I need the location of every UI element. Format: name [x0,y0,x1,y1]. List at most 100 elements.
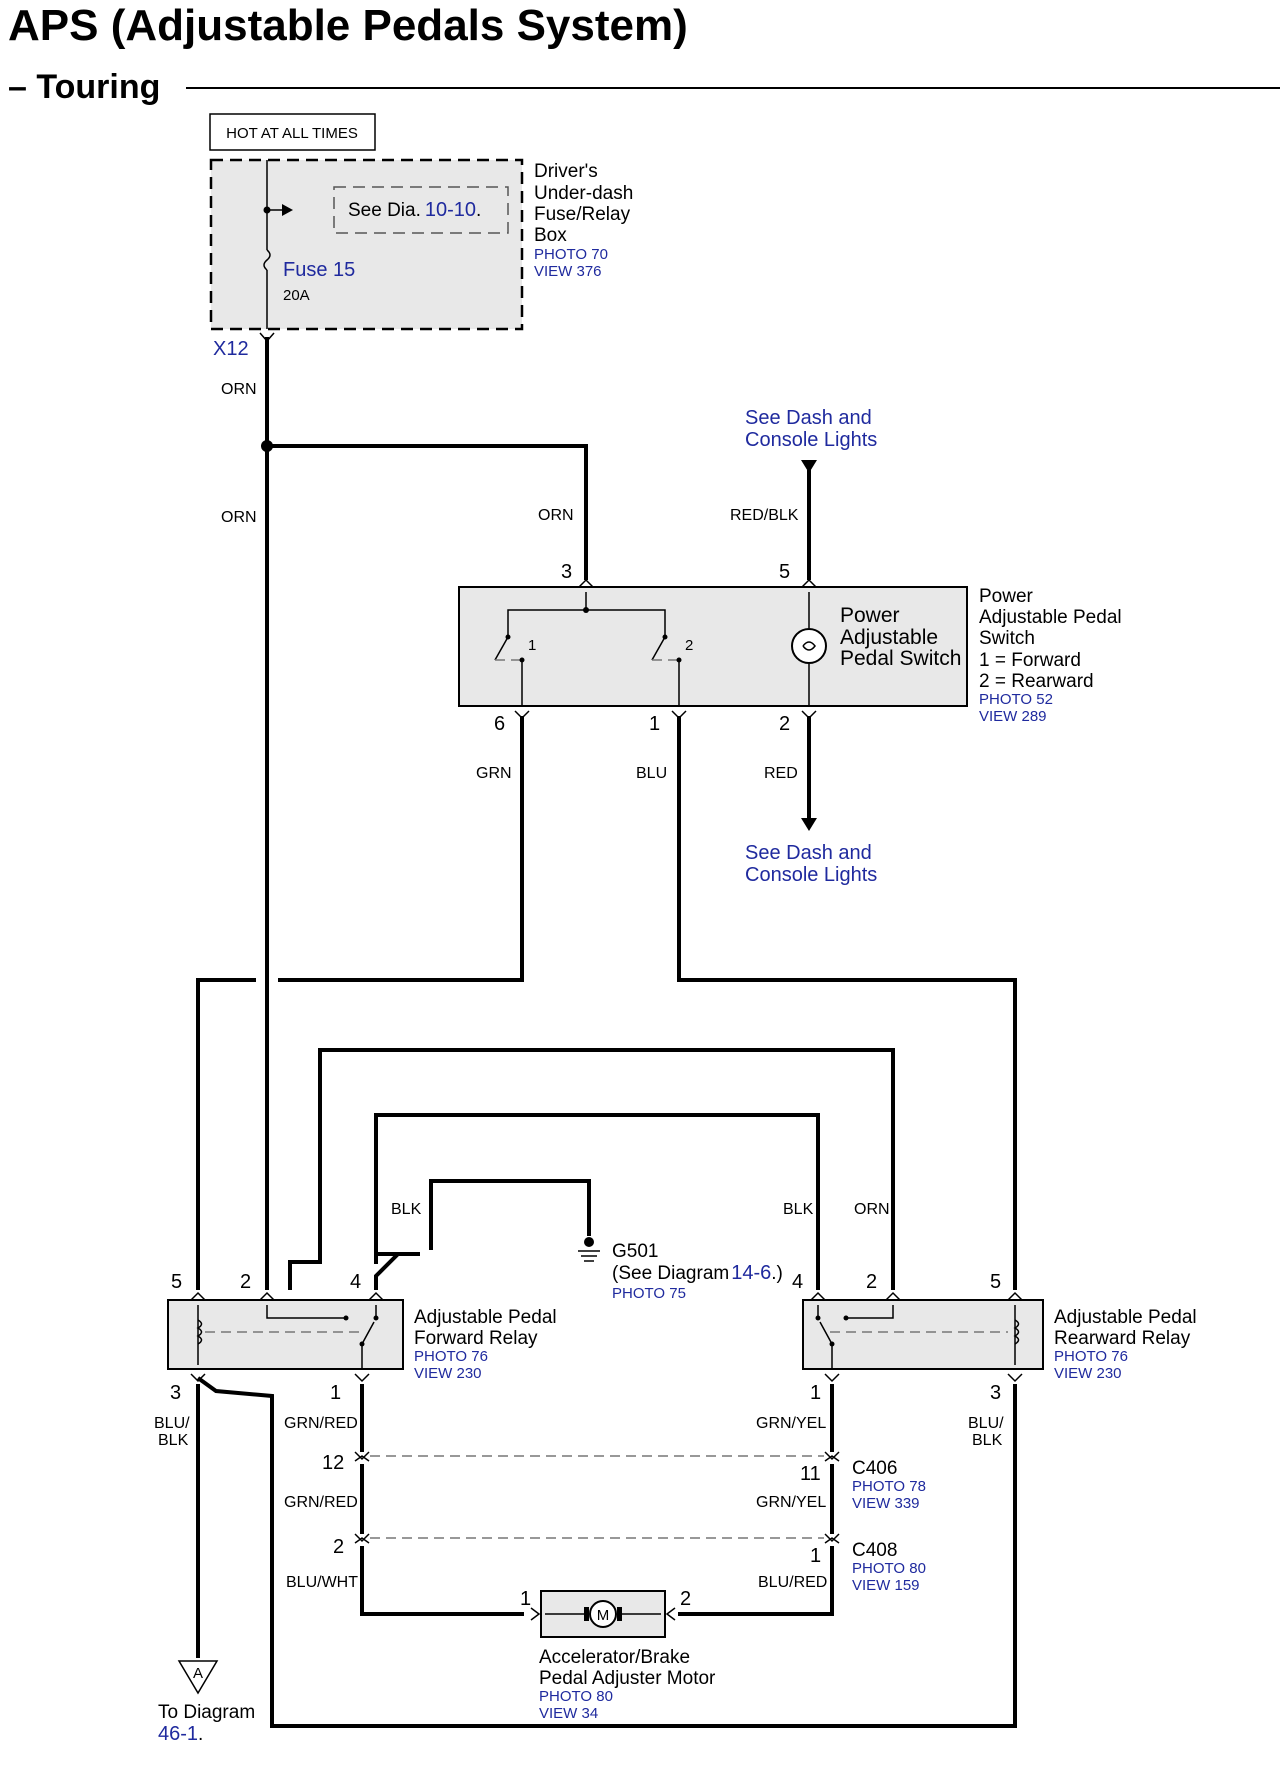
ground-see-ref[interactable]: 14-6 [731,1262,771,1284]
blu-red-wire [678,1546,834,1616]
motor-pin-2-terminal [665,1607,676,1621]
c408-pin-right: 1 [810,1545,821,1567]
lamp-filament [802,641,816,651]
rwd-relay-pin-4: 4 [792,1271,803,1293]
c408-view[interactable]: VIEW 159 [852,1577,920,1594]
see-dia-box [333,186,509,234]
switch-inner-3: Pedal Switch [840,647,961,670]
wire-label-blu-blk-right-2: BLK [972,1432,1003,1449]
wire-label-grn-red-1: GRN/RED [284,1415,358,1432]
switch-pin-5: 5 [779,561,790,583]
rwd-relay-name-1: Adjustable Pedal [1054,1307,1197,1328]
switch-photo[interactable]: PHOTO 52 [979,691,1053,708]
motor-name-2: Pedal Adjuster Motor [539,1668,716,1689]
orn-switch-wire [267,444,588,580]
motor-pin-1: 1 [520,1588,531,1610]
offpage-to-diagram: To Diagram [158,1702,255,1723]
fuse-box-view[interactable]: VIEW 376 [534,263,602,280]
motor-photo[interactable]: PHOTO 80 [539,1688,613,1705]
switch-view[interactable]: VIEW 289 [979,708,1047,725]
fwd-relay-pin-2: 2 [240,1271,251,1293]
offpage-ref[interactable]: 46-1 [158,1723,198,1745]
rwd-relay-name-2: Rearward Relay [1054,1328,1191,1349]
rwd-relay-coil-icon [1013,1319,1020,1345]
page-subtitle: – Touring [8,68,160,106]
dash-lights-top-1[interactable]: See Dash and [745,407,872,429]
dash-lights-top-2[interactable]: Console Lights [745,429,877,451]
wire-label-blu: BLU [636,765,667,782]
ground-wire [429,1179,591,1250]
wire-label-red-blk: RED/BLK [730,507,799,524]
switch-internal-bus [507,609,666,635]
rwd-relay-nc-contact [815,1315,821,1321]
rwd-relay-pin-2: 2 [866,1271,877,1293]
ground-name: G501 [612,1241,658,1262]
fuse-box-photo[interactable]: PHOTO 70 [534,246,608,263]
rwd-relay-view[interactable]: VIEW 230 [1054,1365,1122,1382]
dash-lights-bottom-2[interactable]: Console Lights [745,864,877,886]
switch-name-3: Switch [979,628,1035,649]
c406-left-terminal [354,1451,370,1462]
rwd-relay-pin-3-terminal [1007,1373,1023,1383]
orn-cross-wire [288,1048,895,1290]
c406-pin-left: 12 [322,1452,344,1474]
dash-lights-bottom-1[interactable]: See Dash and [745,842,872,864]
c406-pin-right: 11 [800,1463,821,1485]
ground-photo[interactable]: PHOTO 75 [612,1285,686,1302]
fwd-relay-pin-4: 4 [350,1271,361,1293]
rwd-relay-pin-4-terminal [810,1291,826,1301]
wire-label-orn-3: ORN [538,507,574,524]
motor-symbol: M [597,1607,610,1624]
wire-label-blu-wht: BLU/WHT [286,1574,358,1591]
rearward-relay [802,1299,1044,1370]
switch-inner-1: Power [840,604,900,627]
rwd-relay-pin-5: 5 [990,1271,1001,1293]
c408-name: C408 [852,1540,897,1561]
rwd-relay-no-contact [843,1315,849,1321]
wire-label-blu-red: BLU/RED [758,1574,827,1591]
switch-inner-2: Adjustable [840,626,938,649]
dash-lights-top-arrow-icon [801,460,817,473]
wire-label-orn-2: ORN [221,509,257,526]
fwd-relay-photo[interactable]: PHOTO 76 [414,1348,488,1365]
c406-photo[interactable]: PHOTO 78 [852,1478,926,1495]
wire-label-grn: GRN [476,765,512,782]
ground-g501-icon [578,1237,600,1262]
fuse-box-name-4: Box [534,225,567,246]
wire-label-blu-blk-right-1: BLU/ [968,1415,1004,1432]
dash-lights-bottom-arrow-icon [801,818,817,831]
offpage-letter: A [193,1665,203,1682]
fwd-relay-pin-4-terminal [368,1291,384,1301]
x12-connector-label[interactable]: X12 [213,338,249,360]
rwd-relay-pin-3: 3 [990,1382,1001,1404]
wire-label-grn-yel-1: GRN/YEL [756,1415,826,1432]
fwd-relay-view[interactable]: VIEW 230 [414,1365,482,1382]
switch-name-2: Adjustable Pedal [979,607,1122,628]
fuse-rating: 20A [283,287,310,304]
rwd-relay-blade [819,1321,833,1345]
contact-1-label: 1 [528,637,536,654]
fuse-15-label[interactable]: Fuse 15 [283,259,355,281]
fuse-15-icon [263,249,271,271]
switch-pin-6: 6 [494,713,505,735]
blu-wht-wire [360,1546,524,1616]
see-dia-suffix: . [476,200,481,221]
switch-pin-3: 3 [561,561,572,583]
motor-view[interactable]: VIEW 34 [539,1705,598,1722]
switch-lamp-icon [791,628,827,664]
fuse-box-name-3: Fuse/Relay [534,204,631,225]
fuse-box-name-1: Driver's [534,161,598,182]
see-dia-ref[interactable]: 10-10 [425,199,476,221]
fwd-relay-pin-3-terminal [190,1373,206,1383]
c408-photo[interactable]: PHOTO 80 [852,1560,926,1577]
ground-see-suffix: .) [771,1263,783,1284]
c406-view[interactable]: VIEW 339 [852,1495,920,1512]
fwd-relay-pin-1-terminal [354,1373,370,1383]
fuse-box-name-2: Under-dash [534,183,633,204]
wire-label-blu-blk-left-2: BLK [158,1432,189,1449]
switch-name-5: 2 = Rearward [979,671,1094,692]
blu-blk-right-wire [196,1376,1017,1728]
rwd-relay-photo[interactable]: PHOTO 76 [1054,1348,1128,1365]
offpage-ref-text: 46-1. [158,1723,203,1745]
